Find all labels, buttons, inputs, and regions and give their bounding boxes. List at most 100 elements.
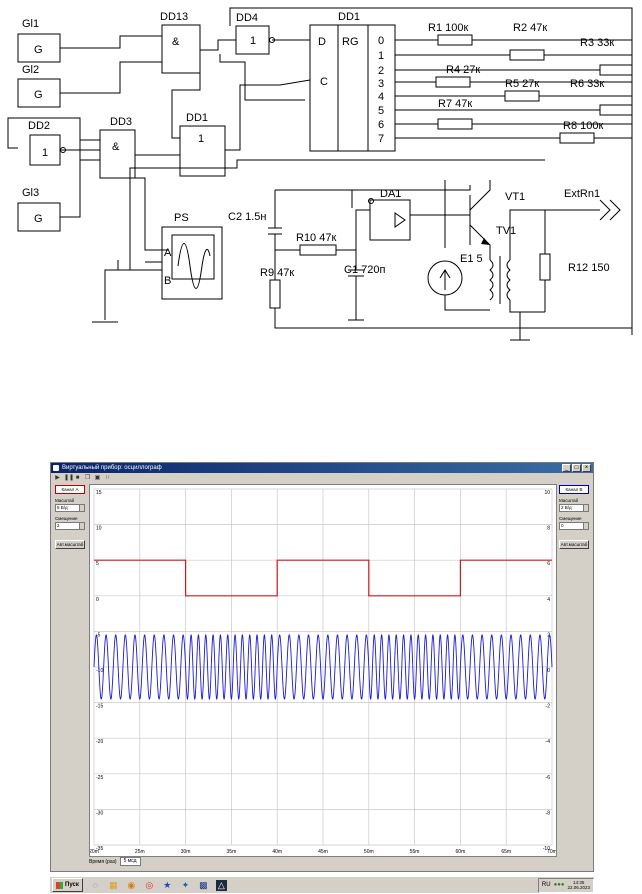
- channel-a-offset-input[interactable]: 2: [55, 522, 85, 530]
- register-input-d: D: [318, 36, 326, 48]
- close-button[interactable]: ×: [582, 464, 591, 472]
- left-tick-label: -20: [96, 739, 103, 745]
- left-tick-label: -25: [96, 775, 103, 781]
- right-tick-label: -2: [546, 704, 551, 710]
- right-tick-label: 2: [547, 632, 550, 638]
- spin-icon[interactable]: [583, 523, 588, 529]
- right-tick-label: -8: [546, 810, 551, 816]
- label-r12: R12 150: [568, 262, 610, 274]
- left-tick-label: 15: [96, 490, 102, 496]
- x-tick-label: 25m: [135, 849, 145, 855]
- scope-input-b: B: [164, 275, 171, 287]
- minimize-button[interactable]: _: [562, 464, 571, 472]
- tray-icons[interactable]: ●●●: [553, 882, 565, 888]
- register-out-7: 7: [378, 133, 384, 145]
- stop-icon[interactable]: ■: [75, 474, 80, 481]
- channel-a-scale-label: Масштаб: [55, 498, 75, 503]
- media-icon[interactable]: ◉: [127, 879, 136, 890]
- opamp-da1-box: [369, 199, 411, 241]
- right-tick-label: -10: [543, 846, 550, 852]
- folder-icon[interactable]: ▦: [109, 879, 118, 890]
- gate-dd13-box: [161, 24, 201, 74]
- symbol-dd2: 1: [42, 147, 48, 159]
- channel-a-scale-value: 5 В/д: [57, 505, 68, 510]
- channel-b-offset-value: 0: [561, 523, 564, 528]
- time-base-select[interactable]: 5 мсд: [119, 857, 141, 866]
- spin-icon[interactable]: [79, 505, 84, 511]
- right-tick-label: 0: [547, 668, 550, 674]
- left-tick-label: 10: [96, 526, 102, 532]
- right-tick-label: 10: [544, 490, 550, 496]
- register-out-5: 5: [378, 105, 384, 117]
- time-base-label: Время (раз): [89, 858, 117, 865]
- channel-a-button[interactable]: Канал А: [55, 485, 85, 494]
- scope-ps-box: [161, 226, 223, 300]
- channel-b-scale-value: 2 В/д: [561, 505, 572, 510]
- label-tv1: TV1: [496, 225, 516, 237]
- label-da1: DA1: [380, 188, 401, 200]
- right-tick-label: -4: [546, 739, 551, 745]
- window-title: Виртуальный прибор: осциллограф: [62, 465, 162, 471]
- x-tick-label: 35m: [227, 849, 237, 855]
- bird-icon[interactable]: ✦: [181, 879, 190, 890]
- gate-dd3-box: [99, 129, 136, 179]
- clock[interactable]: 14:35 22.06.2023: [567, 880, 590, 890]
- language-indicator[interactable]: RU: [541, 882, 551, 888]
- folder-icon[interactable]: ▣: [94, 474, 101, 481]
- channel-a-scale-select[interactable]: 5 В/д: [55, 504, 85, 512]
- symbol-dd3: &: [112, 141, 120, 153]
- x-tick-label: 70m: [547, 849, 557, 855]
- start-label: Пуск: [65, 882, 79, 888]
- label-e1: E1 5: [460, 253, 483, 265]
- label-r4: R4 27к: [446, 64, 480, 76]
- left-tick-label: -15: [96, 704, 103, 710]
- channel-a-offset-value: 2: [57, 523, 60, 528]
- gen-gl1-symbol: G: [34, 44, 43, 56]
- maximize-button[interactable]: □: [572, 464, 581, 472]
- channel-b-auto-button[interactable]: Авт.масштаб: [559, 540, 589, 549]
- register-out-6: 6: [378, 119, 384, 131]
- scope-app-icon[interactable]: △: [215, 879, 227, 891]
- gen-gl2-symbol: G: [34, 89, 43, 101]
- star-icon[interactable]: ★: [163, 879, 172, 890]
- label-dd3: DD3: [110, 116, 132, 128]
- left-tick-label: 0: [96, 597, 99, 603]
- spin-icon[interactable]: [79, 523, 84, 529]
- label-r10: R10 47к: [296, 232, 336, 244]
- symbol-dd4: 1: [250, 35, 256, 47]
- register-out-3: 3: [378, 78, 384, 90]
- pause-icon[interactable]: ❚❚: [64, 474, 75, 481]
- label-gl1: Gl1: [22, 18, 39, 30]
- right-tick-label: 4: [547, 597, 550, 603]
- label-ps: PS: [174, 212, 189, 224]
- x-tick-label: 55m: [410, 849, 420, 855]
- channel-b-offset-input[interactable]: 0: [559, 522, 589, 530]
- spin-icon[interactable]: [583, 505, 588, 511]
- label-vt1: VT1: [505, 191, 525, 203]
- channel-a-auto-button[interactable]: Авт.масштаб: [55, 540, 85, 549]
- x-tick-label: 20m: [89, 849, 99, 855]
- copy-icon[interactable]: ❐: [84, 474, 91, 481]
- run-icon[interactable]: ▶: [55, 474, 60, 481]
- channel-b-button[interactable]: Канал В: [559, 485, 589, 494]
- left-tick-label: -35: [96, 846, 103, 852]
- register-dd1-box: [309, 24, 396, 152]
- system-tray: RU ●●● 14:35 22.06.2023: [537, 877, 594, 893]
- app-icon[interactable]: ▩: [199, 879, 208, 890]
- left-tick-label: -5: [96, 632, 101, 638]
- channel-b-scale-select[interactable]: 2 В/д: [559, 504, 589, 512]
- chrome-icon[interactable]: ◎: [145, 879, 154, 890]
- start-button[interactable]: Пуск: [52, 878, 83, 892]
- grid-icon[interactable]: ∷: [105, 474, 110, 481]
- window-titlebar[interactable]: Виртуальный прибор: осциллограф _ □ ×: [51, 463, 593, 473]
- label-register: DD1: [338, 11, 360, 23]
- channel-b-offset-label: Смещение: [559, 516, 582, 521]
- time-base-value: 5 мсд: [123, 858, 137, 864]
- label-c1: C1 720п: [344, 264, 385, 276]
- label-dd13: DD13: [160, 11, 188, 23]
- left-tick-label: -30: [96, 810, 103, 816]
- ie-icon[interactable]: ◌: [92, 879, 99, 890]
- x-tick-label: 40m: [272, 849, 282, 855]
- channel-b-scale-label: Масштаб: [559, 498, 579, 503]
